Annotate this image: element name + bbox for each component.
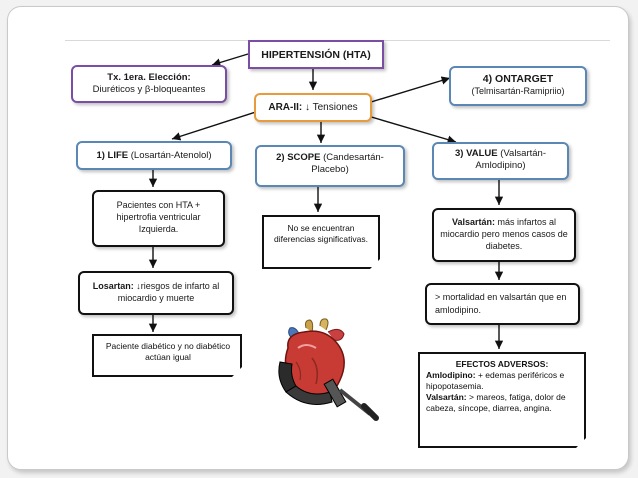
value-note-2-text: > mortalidad en valsartán que en amlodip… [435,292,567,316]
ara-label: ARA-II: [268,102,303,113]
adverse-val-text: > mareos, fatiga, dolor de cabeza, sínco… [426,392,566,414]
ontarget-box: 4) ONTARGET (Telmisartán-Ramipriio) [449,66,587,106]
life-sub: (Losartán-Atenolol) [130,150,212,161]
life-note-2-text: ↓riesgos de infarto al miocardio y muert… [117,281,220,304]
value-sub2: Amlodipino) [475,159,526,171]
life-title: 1) LIFE [96,150,129,161]
value-title: 3) VALUE [455,148,498,159]
first-line-box: Tx. 1era. Elección: Diuréticos y β-bloqu… [71,65,227,103]
title-text: HIPERTENSIÓN (HTA) [261,49,371,61]
ara-box: ARA-II: ↓ Tensiones [254,93,372,122]
ara-text: ↓ Tensiones [305,102,358,113]
life-note-3-text: Paciente diabético y no diabético actúan… [105,341,231,363]
scope-box: 2) SCOPE (Candesartán- Placebo) [255,145,405,187]
ontarget-title: 4) ONTARGET [482,73,554,85]
life-box: 1) LIFE (Losartán-Atenolol) [76,141,232,170]
heart-in-clamp-icon [278,318,379,421]
scope-note-text: No se encuentran diferencias significati… [273,223,368,245]
life-note-3: Paciente diabético y no diabético actúan… [92,334,242,377]
value-note-1: Valsartán: más infartos al miocardio per… [432,208,576,262]
scope-title: 2) SCOPE [276,152,321,163]
first-line-text: Diuréticos y β-bloqueantes [92,83,206,95]
adverse-val-label: Valsartán: [426,392,467,403]
value-note-1-label: Valsartán: [451,217,495,227]
value-box: 3) VALUE (Valsartán- Amlodipino) [432,142,569,180]
title-box: HIPERTENSIÓN (HTA) [248,40,384,69]
scope-note: No se encuentran diferencias significati… [262,215,380,269]
adverse-aml-label: Amlodipino: [426,370,476,381]
value-note-1-text: más infartos al miocardio pero menos cas… [440,217,568,252]
life-note-1: Pacientes con HTA + hipertrofia ventricu… [92,190,225,247]
first-line-label: Tx. 1era. Elección: [107,72,191,83]
ontarget-sub: (Telmisartán-Ramipriio) [471,86,565,97]
adverse-effects-note: EFECTOS ADVERSOS: Amlodipino: + edemas p… [418,352,586,448]
scope-sub2: Placebo) [311,163,349,175]
adverse-title: EFECTOS ADVERSOS: [455,359,549,369]
life-note-2: Losartan: ↓riesgos de infarto al miocard… [78,271,234,315]
adverse-aml-text: + edemas periféricos e hipopotasemia. [426,370,565,392]
value-sub1: (Valsartán- [500,148,546,159]
scope-sub1: (Candesartán- [323,152,384,163]
life-note-1-text: Pacientes con HTA + hipertrofia ventricu… [116,200,201,235]
value-note-2: > mortalidad en valsartán que en amlodip… [425,283,580,325]
life-note-2-label: Losartan: [92,281,134,291]
